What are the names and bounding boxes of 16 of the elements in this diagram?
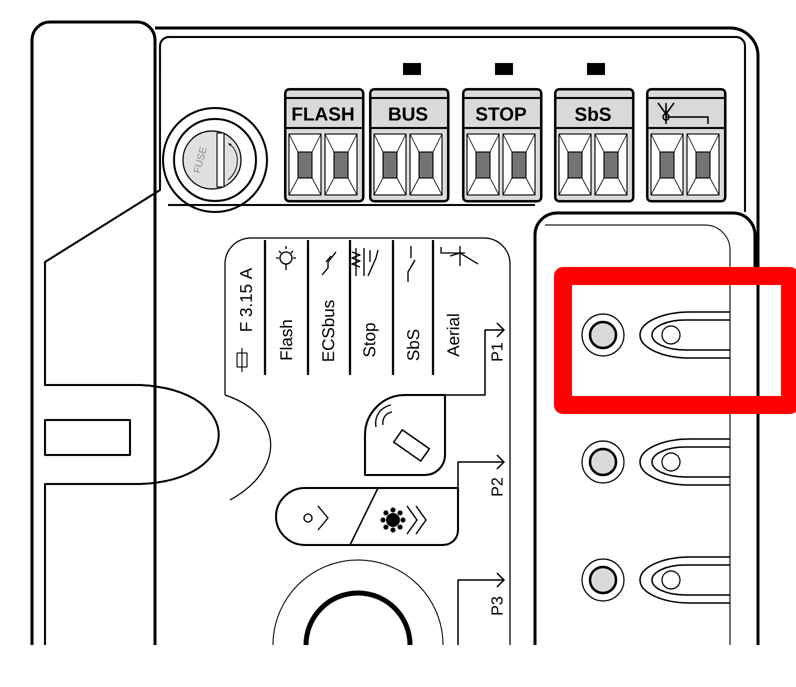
terminal-label: Flash: [280, 320, 292, 360]
terminal-block: FLASH: [283, 88, 364, 202]
terminal-block: BUS: [368, 88, 450, 202]
terminal-label: F 3.15 A: [240, 268, 252, 331]
fuse-cap: FUSE: [182, 130, 242, 190]
terminal-label: Stop: [363, 323, 379, 357]
port-label: P3: [491, 596, 503, 614]
terminal-label: Aerial: [446, 314, 460, 357]
terminal-label: ECSbus: [322, 300, 334, 361]
terminal-block: [645, 88, 726, 202]
highlight-frame: [554, 267, 796, 414]
port-label: P2: [491, 478, 503, 496]
terminal-label: SbS: [406, 330, 420, 360]
port-label: P1: [492, 343, 502, 360]
terminal-block: SbS: [553, 88, 634, 202]
terminal-block: STOP: [461, 88, 542, 202]
